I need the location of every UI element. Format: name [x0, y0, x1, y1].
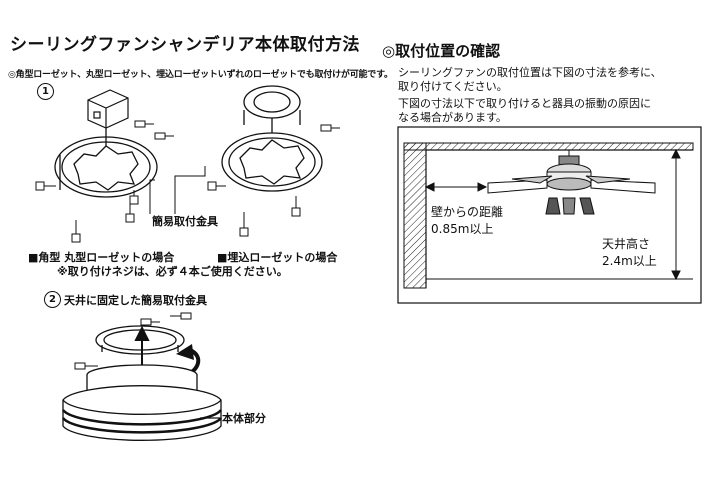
bracket-ring-left [54, 128, 158, 198]
wall-distance-value: 0.85m以上 [431, 222, 494, 236]
ceiling-height-label: 天井高さ [602, 237, 651, 251]
bracket-label: 簡易取付金具 [152, 215, 218, 228]
position-text-line: なる場合があります。 [398, 111, 507, 124]
square-rosette-drawing [87, 89, 129, 129]
position-text-line: シーリングファンの取付位置は下図の寸法を参考に、 [398, 66, 662, 79]
dimension-wall [424, 182, 488, 192]
position-text-line: 取り付けてください。 [398, 80, 508, 93]
bracket-leader [149, 166, 206, 214]
screws-right [207, 124, 340, 237]
ceiling-fan-drawing [487, 150, 656, 215]
page-title: シーリングファンシャンデリア本体取付方法 [10, 35, 360, 55]
wall-distance-label: 壁からの距離 [431, 205, 504, 219]
step2-description: 天井に固定した簡易取付金具 [64, 294, 207, 307]
step2-screws [74, 312, 192, 370]
screw-note: ※取り付けネジは、必ず４本ご使用ください。 [57, 265, 288, 278]
bracket-ring-right [221, 132, 323, 192]
dimension-ceiling [671, 148, 681, 281]
fan-body-drawing [62, 364, 222, 441]
position-text-line: 下図の寸法以下で取り付けると器具の振動の原因に [398, 97, 651, 110]
position-section-title: ◎取付位置の確認 [382, 42, 501, 60]
wall-distance-measure: 壁からの距離 0.85m以上 [431, 204, 503, 238]
rosette-note: ◎角型ローゼット、丸型ローゼット、埋込ローゼットいずれのローゼットでも取付けが可… [8, 70, 393, 80]
ceiling-height-measure: 天井高さ 2.4m以上 [602, 236, 657, 270]
caption-buried-rosette: ■埋込ローゼットの場合 [217, 251, 338, 264]
step-number-2: 2 [44, 291, 61, 308]
step-number-1: 1 [37, 83, 54, 100]
ceiling-height-value: 2.4m以上 [602, 254, 657, 268]
room-diagram [397, 126, 702, 304]
caption-square-rosette: ■角型 丸型ローゼットの場合 [28, 251, 175, 264]
body-label: 本体部分 [222, 412, 266, 425]
screws-left [35, 120, 174, 243]
